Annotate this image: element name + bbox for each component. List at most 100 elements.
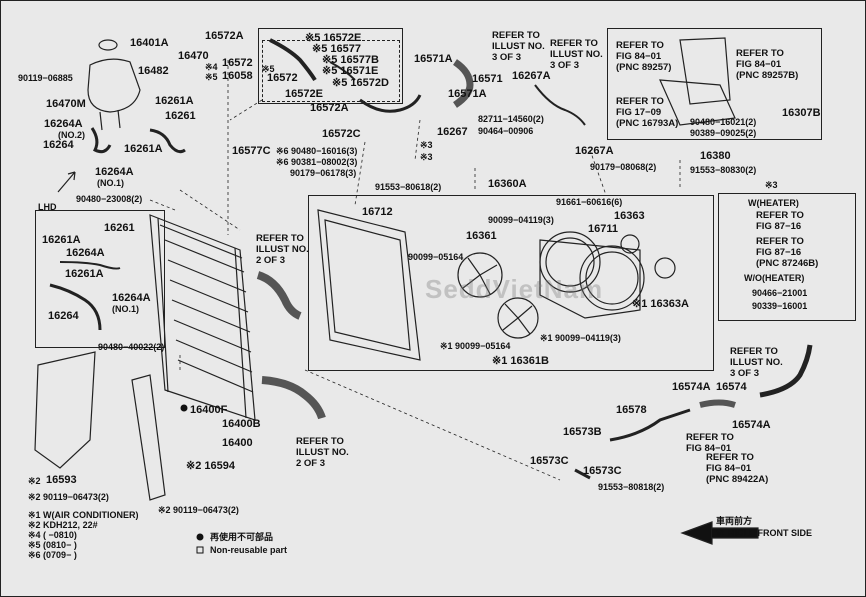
ref-fig-87-16-b: REFER TO FIG 87−16 (PNC 87246B) [756,236,819,269]
label-16572-b: 16572 [267,72,298,84]
label-16572C: 16572C [322,128,361,140]
label-16578: 16578 [616,404,647,416]
label-16264-a: 16264 [43,139,74,151]
label-91661-60616: 91661−60616(6) [556,197,623,207]
legend-note-1: ※1 W(AIR CONDITIONER) [28,510,139,520]
label-lhd: LHD [38,202,57,212]
label-90466-21001: 90466−21001 [752,288,808,298]
label-s3-b: ※3 [420,152,433,162]
label-90119-06473-b: ※2 90119−06473(2) [158,505,239,515]
label-16572A-b: 16572A [310,102,349,114]
label-s3-a: ※3 [420,140,433,150]
ref-fig-84-01-a: REFER TO FIG 84−01 [686,432,734,454]
label-90099-05164-b: ※1 90099−05164 [440,341,511,351]
ref-illust-2-of-3-b: REFER TO ILLUST NO. 2 OF 3 [296,436,349,469]
label-16360A: 16360A [488,178,527,190]
lhd-box [35,210,165,348]
label-16264A-lhd: 16264A [66,247,105,259]
label-90480-23008: 90480−23008(2) [76,194,143,204]
label-90099-05164-a: 90099−05164 [408,252,464,262]
label-16261-lhd: 16261 [104,222,135,234]
label-90119-06473-a: ※2 90119−06473(2) [28,492,109,502]
label-16572E-a: ※5 16572E [305,32,362,44]
ref-illust-3-of-3-a: REFER TO ILLUST NO. 3 OF 3 [492,30,545,63]
label-16261A-lhd: 16261A [42,234,81,246]
label-s3-c: ※3 [765,180,778,190]
label-16400B: 16400B [222,418,261,430]
label-91553-80818: 91553−80818(2) [598,482,665,492]
label-16571A-a: 16571A [414,53,453,65]
ref-fig-17-09: REFER TO FIG 17−09 (PNC 16793A) [616,96,679,129]
ref-fig-84-01-89257: REFER TO FIG 84−01 (PNC 89257) [616,40,672,73]
label-16363A: ※1 16363A [632,298,689,310]
label-s2-a: ※2 [28,476,41,486]
label-16573B: 16573B [563,426,602,438]
legend-front-jp: 車両前方 [716,516,753,526]
label-16363: 16363 [614,210,645,222]
label-90179-08068: 90179−08068(2) [590,162,657,172]
ref-fig-87-16-a: REFER TO FIG 87−16 [756,210,804,232]
ref-fig-84-01-89257B: REFER TO FIG 84−01 (PNC 89257B) [736,48,799,81]
legend-note-2: ※2 KDH212, 22# [28,520,98,530]
label-16572A-a: 16572A [205,30,244,42]
label-s5-b: ※5 [262,64,275,74]
label-16361B: ※1 16361B [492,355,549,367]
hose-detail-box [258,28,403,104]
label-16712: 16712 [362,206,393,218]
label-90480-16016: ※6 90480−16016(3) [276,146,358,156]
label-90464-00906: 90464−00906 [478,126,534,136]
legend-reuse-en: Non-reusable part [210,545,288,555]
label-16361: 16361 [466,230,497,242]
label-16264A-a: 16264A [44,118,83,130]
label-16711: 16711 [588,223,618,235]
label-wo-heater: W/O(HEATER) [744,273,805,283]
label-16401A: 16401A [130,37,169,49]
legend-note-4: ※4 ( −0810) [28,530,77,540]
label-16571E: ※5 16571E [322,65,379,77]
watermark: SeddVietNam [425,274,604,304]
label-90480-40022: 90480−40022(2) [98,342,165,352]
hose-detail-dashed [262,40,400,102]
label-16264A-lhd2: 16264A [112,292,151,304]
ref-illust-3-of-3-b: REFER TO ILLUST NO. 3 OF 3 [550,38,603,71]
ref-illust-3-of-3-c: REFER TO ILLUST NO. 3 OF 3 [730,346,783,379]
ref-illust-2-of-3-a: REFER TO ILLUST NO. 2 OF 3 [256,233,309,266]
label-90179-06178: 90179−06178(3) [290,168,357,178]
label-16267: 16267 [437,126,468,138]
label-16261A-lhd2: 16261A [65,268,104,280]
label-16400: 16400 [222,437,253,449]
label-w-heater: W(HEATER) [748,198,799,208]
legend-reuse-jp: 再使用不可部品 [210,532,274,542]
label-91553-80618: 91553−80618(2) [375,182,442,192]
label-91553-80830: 91553−80830(2) [690,165,757,175]
label-16264A-b-sub: (NO.1) [97,178,124,188]
label-16573C-b: 16573C [583,465,622,477]
label-16380: 16380 [700,150,731,162]
label-16264A-a-sub: (NO.2) [58,130,85,140]
label-16261A-b: 16261A [124,143,163,155]
overflow-bracket-box [607,28,822,140]
label-16574A-b: 16574A [732,419,771,431]
label-90119-06885: 90119−06885 [18,73,73,83]
label-16267A-a: 16267A [512,70,551,82]
label-16574: 16574 [716,381,747,393]
label-16307B: 16307B [782,107,821,119]
label-16261-a: 16261 [165,110,196,122]
label-16058: 16058 [222,70,253,82]
label-90381-08002: ※6 90381−08002(3) [276,157,358,167]
heater-options-box [718,193,856,321]
label-90099-04119-b: ※1 90099−04119(3) [540,333,621,343]
label-s5: ※5 [205,72,218,82]
label-16572D: ※5 16572D [332,77,389,89]
legend-front-en: VEHICLE FRONT SIDE [716,528,813,538]
label-16577: ※5 16577 [312,43,361,55]
label-90389-09025: 90389−09025(2) [690,128,757,138]
label-90339-16001: 90339−16001 [752,301,808,311]
label-90099-04119-a: 90099−04119(3) [488,215,554,225]
label-16573C-a: 16573C [530,455,569,467]
label-16264-lhd: 16264 [48,310,79,322]
label-16577C: 16577C [232,145,271,157]
label-16593: 16593 [46,474,77,486]
label-90480-16021: 90480−16021(2) [690,117,757,127]
